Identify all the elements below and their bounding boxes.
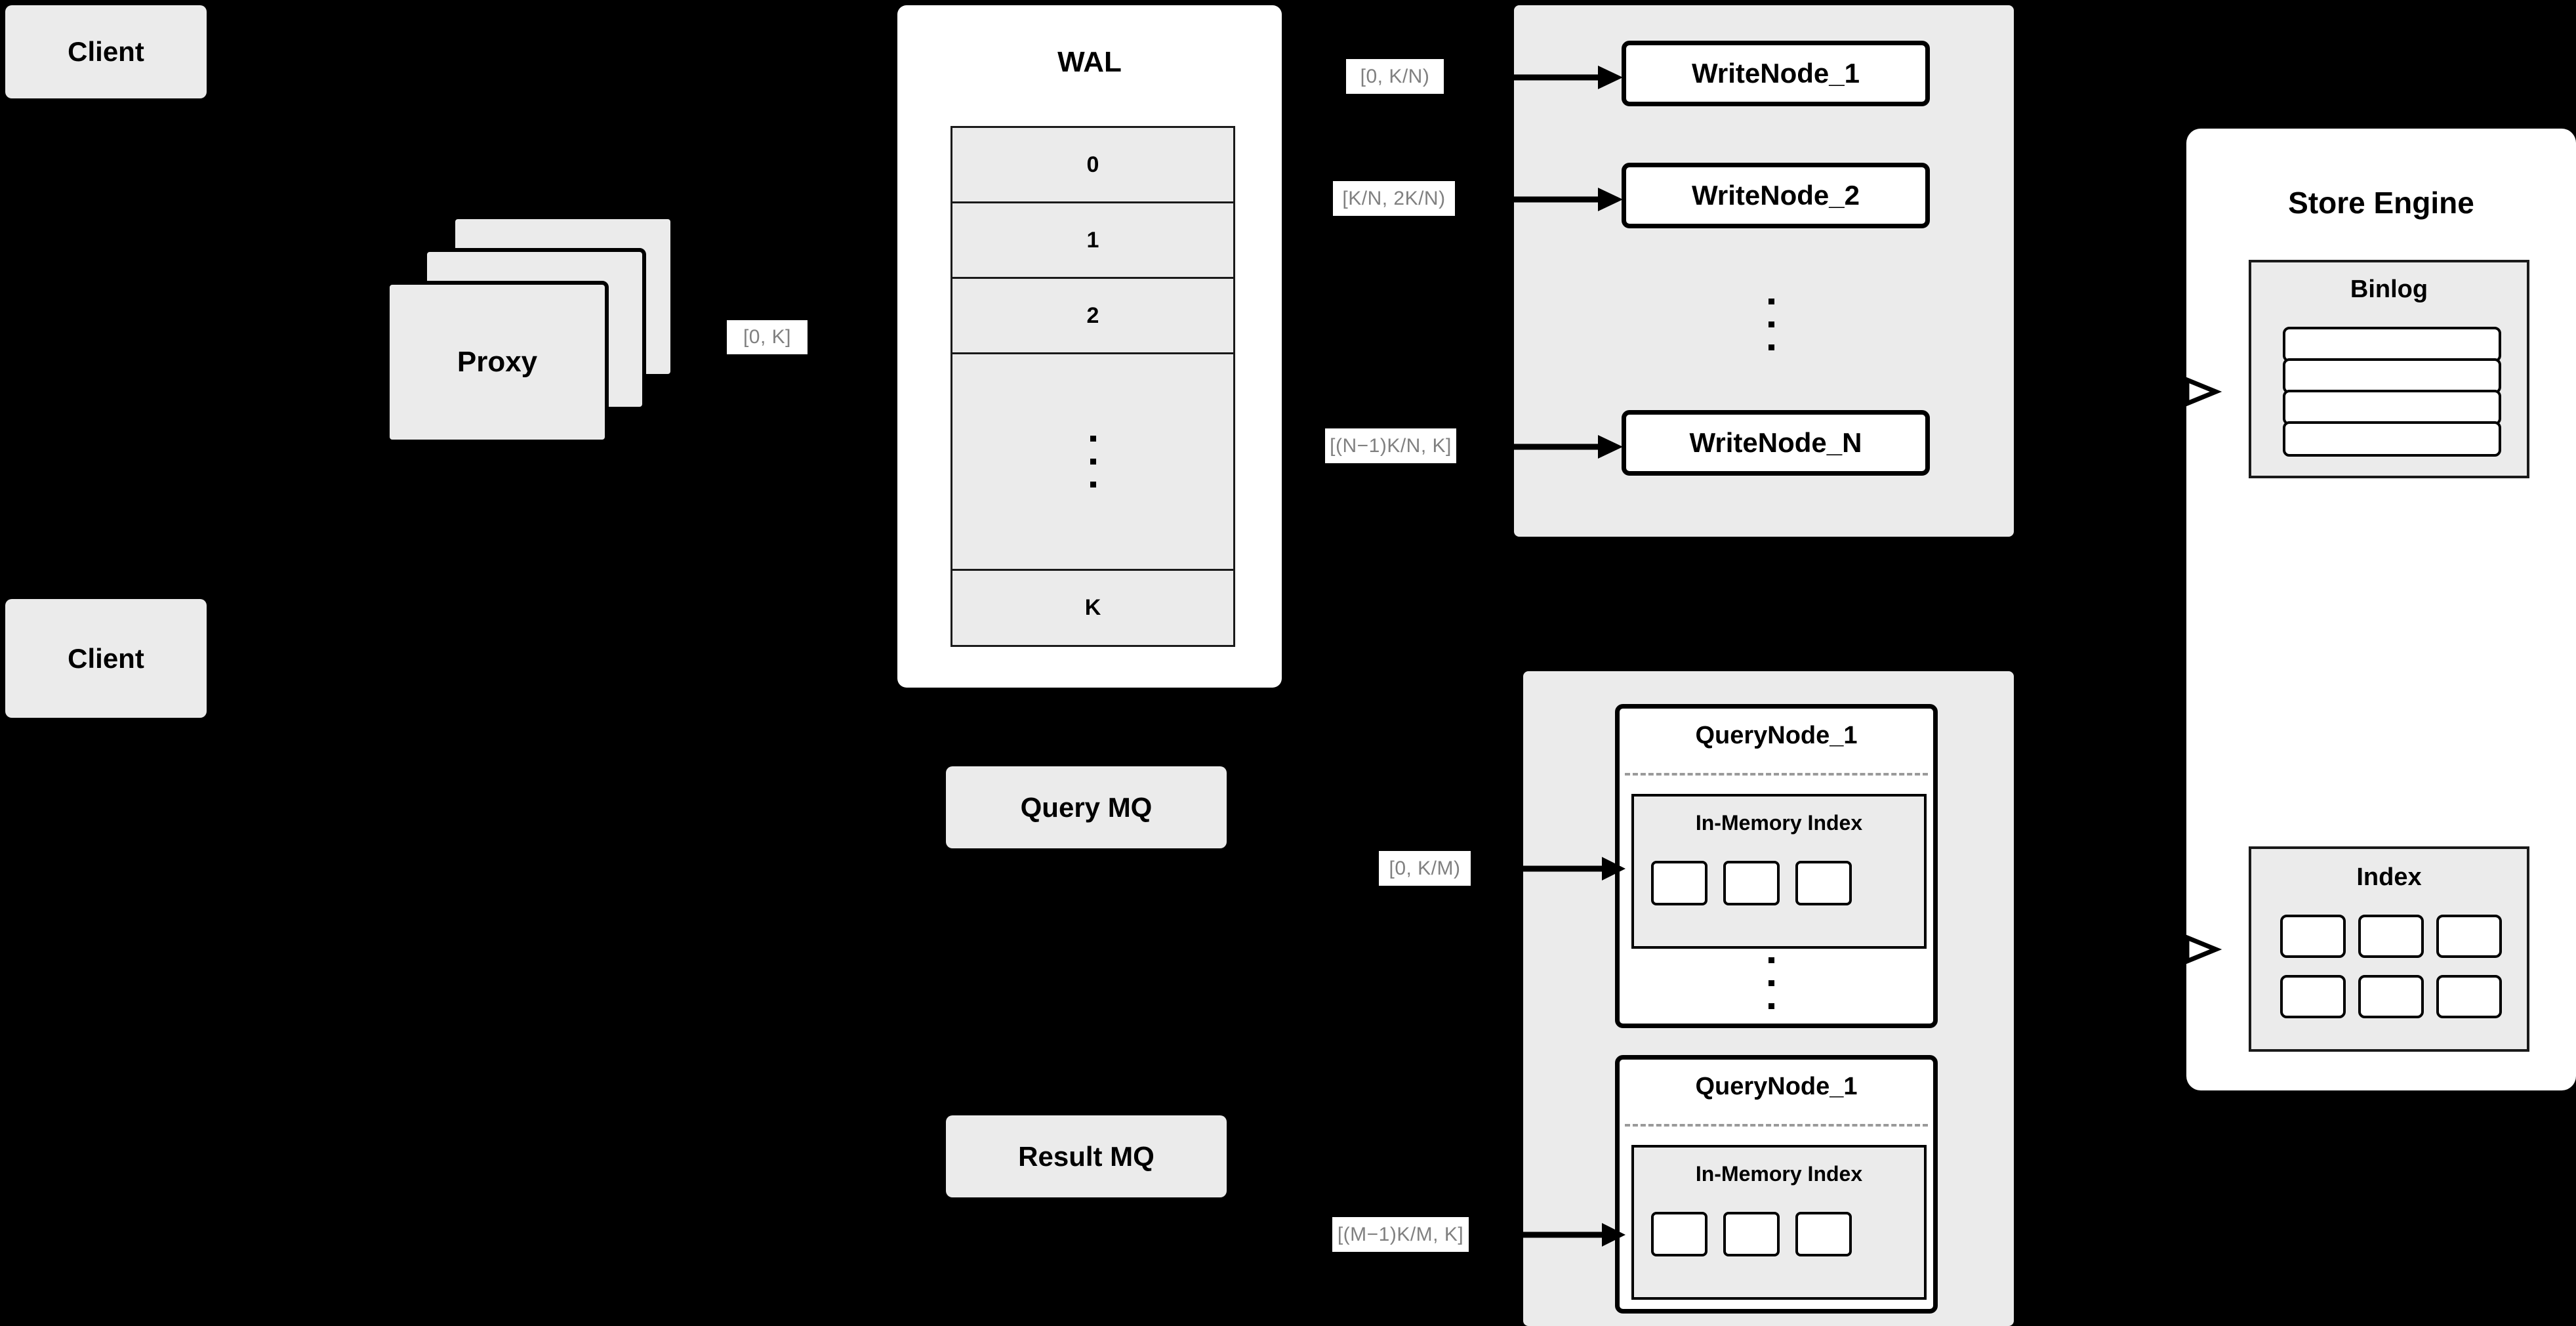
result-mq-box[interactable]: Result MQ bbox=[946, 1115, 1227, 1197]
index-panel: Index bbox=[2249, 846, 2529, 1052]
index-cell[interactable] bbox=[2358, 975, 2424, 1018]
query-node-1-divider bbox=[1625, 773, 1928, 776]
write-node-n-label: WriteNode_N bbox=[1689, 427, 1862, 458]
query-node-2-in-memory-index-title: In-Memory Index bbox=[1695, 1162, 1863, 1186]
write-node-n[interactable]: WriteNode_N bbox=[1622, 410, 1930, 476]
index-segment[interactable] bbox=[1723, 1212, 1780, 1256]
vertical-ellipsis-icon bbox=[1090, 436, 1096, 487]
query-node-1-in-memory-index: In-Memory Index bbox=[1631, 794, 1927, 949]
edge-label-mq-to-query-m-text: [(M−1)K/M, K] bbox=[1337, 1223, 1464, 1245]
wal-row: 2 bbox=[952, 279, 1233, 354]
index-segment[interactable] bbox=[1723, 861, 1780, 905]
query-node-2[interactable]: QueryNode_1 In-Memory Index bbox=[1615, 1055, 1938, 1314]
binlog-panel: Binlog bbox=[2249, 260, 2529, 478]
wal-panel: WAL 0 1 2 K bbox=[897, 5, 1282, 688]
edge-label-mq-to-query-m: [(M−1)K/M, K] bbox=[1332, 1217, 1469, 1252]
query-node-1-in-memory-index-title: In-Memory Index bbox=[1695, 811, 1863, 835]
index-cell[interactable] bbox=[2358, 915, 2424, 958]
client-box-2[interactable]: Client bbox=[5, 599, 207, 718]
proxy-card-front[interactable]: Proxy bbox=[386, 281, 609, 444]
arrow-mq-to-query-m bbox=[1523, 1223, 1625, 1247]
query-node-2-title: QueryNode_1 bbox=[1695, 1073, 1858, 1100]
write-node-2-label: WriteNode_2 bbox=[1692, 180, 1860, 211]
arrow-mq-to-query-1 bbox=[1523, 857, 1625, 881]
index-cell[interactable] bbox=[2436, 915, 2502, 958]
binlog-entry[interactable] bbox=[2283, 358, 2501, 394]
index-cell[interactable] bbox=[2280, 975, 2346, 1018]
write-node-2[interactable]: WriteNode_2 bbox=[1622, 163, 1930, 228]
arrow-wal-to-write-2 bbox=[1514, 188, 1623, 211]
result-mq-label: Result MQ bbox=[1018, 1140, 1155, 1172]
binlog-title: Binlog bbox=[2350, 276, 2428, 303]
wal-row-value: 1 bbox=[1086, 227, 1099, 253]
binlog-entry[interactable] bbox=[2283, 390, 2501, 425]
query-node-1-title: QueryNode_1 bbox=[1695, 722, 1858, 749]
edge-label-wal-to-write-n: [(N−1)K/N, K] bbox=[1325, 428, 1456, 463]
edge-label-wal-to-write-2-text: [K/N, 2K/N) bbox=[1342, 187, 1446, 209]
query-node-ellipsis-icon-visible bbox=[1758, 937, 1784, 1029]
store-engine-title: Store Engine bbox=[2288, 186, 2474, 220]
write-node-1[interactable]: WriteNode_1 bbox=[1622, 41, 1930, 106]
index-segment[interactable] bbox=[1795, 861, 1852, 905]
index-cell[interactable] bbox=[2436, 975, 2502, 1018]
edge-label-mq-to-query-1: [0, K/M) bbox=[1379, 851, 1471, 886]
wal-row-value: 0 bbox=[1086, 152, 1099, 177]
edge-label-wal-to-write-n-text: [(N−1)K/N, K] bbox=[1330, 434, 1452, 457]
edge-label-mq-to-query-1-text: [0, K/M) bbox=[1389, 857, 1461, 879]
wal-row: 1 bbox=[952, 203, 1233, 279]
wal-table: 0 1 2 K bbox=[951, 126, 1235, 647]
index-cell[interactable] bbox=[2280, 915, 2346, 958]
client-label-2: Client bbox=[68, 642, 144, 674]
edge-label-wal-to-write-1: [0, K/N) bbox=[1346, 59, 1444, 94]
proxy-label: Proxy bbox=[457, 346, 538, 378]
edge-label-proxy-to-wal-text: [0, K] bbox=[743, 326, 792, 348]
wal-row-value: 2 bbox=[1086, 302, 1099, 328]
binlog-entry[interactable] bbox=[2283, 421, 2501, 457]
write-node-ellipsis-icon bbox=[1758, 278, 1784, 370]
arrow-wal-to-write-n bbox=[1514, 435, 1623, 459]
index-title: Index bbox=[2356, 863, 2422, 891]
client-label-1: Client bbox=[68, 36, 144, 67]
client-box-1[interactable]: Client bbox=[5, 5, 207, 98]
index-segment[interactable] bbox=[1651, 861, 1707, 905]
query-node-2-in-memory-index: In-Memory Index bbox=[1631, 1145, 1927, 1300]
query-node-2-divider bbox=[1625, 1124, 1928, 1127]
arrow-to-index bbox=[2145, 934, 2222, 965]
store-engine-panel: Store Engine Binlog Index bbox=[2186, 129, 2576, 1090]
query-mq-label: Query MQ bbox=[1020, 791, 1153, 823]
wal-row-ellipsis bbox=[952, 354, 1233, 571]
binlog-entry[interactable] bbox=[2283, 327, 2501, 362]
edge-label-proxy-to-wal: [0, K] bbox=[727, 320, 808, 354]
index-segment[interactable] bbox=[1795, 1212, 1852, 1256]
edge-label-wal-to-write-1-text: [0, K/N) bbox=[1360, 65, 1430, 87]
wal-row: 0 bbox=[952, 128, 1233, 203]
arrow-to-binlog bbox=[2145, 376, 2222, 407]
edge-label-wal-to-write-2: [K/N, 2K/N) bbox=[1333, 181, 1455, 216]
wal-title: WAL bbox=[1057, 46, 1122, 78]
write-node-1-label: WriteNode_1 bbox=[1692, 58, 1860, 89]
wal-row: K bbox=[952, 571, 1233, 645]
wal-row-value: K bbox=[1084, 595, 1101, 620]
query-mq-box[interactable]: Query MQ bbox=[946, 766, 1227, 848]
index-segment[interactable] bbox=[1651, 1212, 1707, 1256]
arrow-wal-to-write-1 bbox=[1514, 66, 1623, 89]
